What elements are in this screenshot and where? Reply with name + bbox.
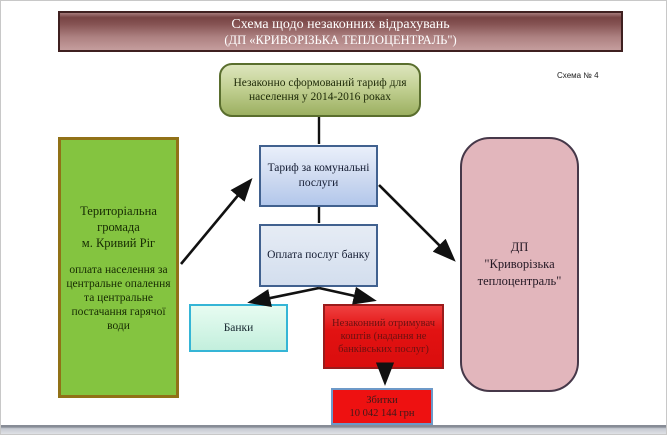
arrow-community-to-tariff bbox=[180, 178, 253, 265]
node-losses: Збитки 10 042 144 грн bbox=[331, 388, 433, 425]
node-illegal-recipient-label: Незаконний отримувач коштів (надання не … bbox=[331, 318, 436, 355]
node-bank-fee-label: Оплата послуг банку bbox=[267, 249, 370, 261]
losses-title: Збитки bbox=[366, 394, 398, 406]
header-title-line1: Схема щодо незаконних відрахувань bbox=[231, 16, 450, 32]
node-bank-fee: Оплата послуг банку bbox=[259, 224, 378, 287]
arrow-bankfee-to-banks bbox=[247, 286, 320, 307]
community-subtitle: оплата населення за центральне опалення … bbox=[66, 263, 171, 332]
node-illegal-tariff-label: Незаконно сформований тариф для населенн… bbox=[233, 77, 407, 103]
arrow-tariff-to-company bbox=[378, 184, 456, 262]
node-company-label: ДП "Криворізька теплоцентраль" bbox=[477, 240, 562, 288]
node-company: ДП "Криворізька теплоцентраль" bbox=[460, 137, 579, 392]
node-illegal-recipient: Незаконний отримувач коштів (надання не … bbox=[323, 304, 444, 369]
header-title-line2: (ДП «КРИВОРІЗЬКА ТЕПЛОЦЕНТРАЛЬ") bbox=[224, 32, 457, 47]
scheme-number-label: Схема № 4 bbox=[557, 71, 599, 80]
node-communal-tariff-label: Тариф за комунальні послуги bbox=[267, 162, 370, 189]
node-banks: Банки bbox=[189, 304, 288, 352]
losses-amount: 10 042 144 грн bbox=[349, 407, 415, 419]
community-title: Територіальна громада м. Кривий Ріг bbox=[80, 203, 157, 250]
node-banks-label: Банки bbox=[223, 322, 254, 334]
node-illegal-tariff: Незаконно сформований тариф для населенн… bbox=[219, 63, 421, 117]
header-banner: Схема щодо незаконних відрахувань (ДП «К… bbox=[58, 11, 623, 52]
arrow-bankfee-to-illegalrecipient bbox=[318, 286, 377, 305]
node-communal-tariff: Тариф за комунальні послуги bbox=[259, 145, 378, 207]
bottom-divider-bar bbox=[1, 425, 666, 434]
node-territorial-community: Територіальна громада м. Кривий Ріг опла… bbox=[58, 137, 179, 398]
